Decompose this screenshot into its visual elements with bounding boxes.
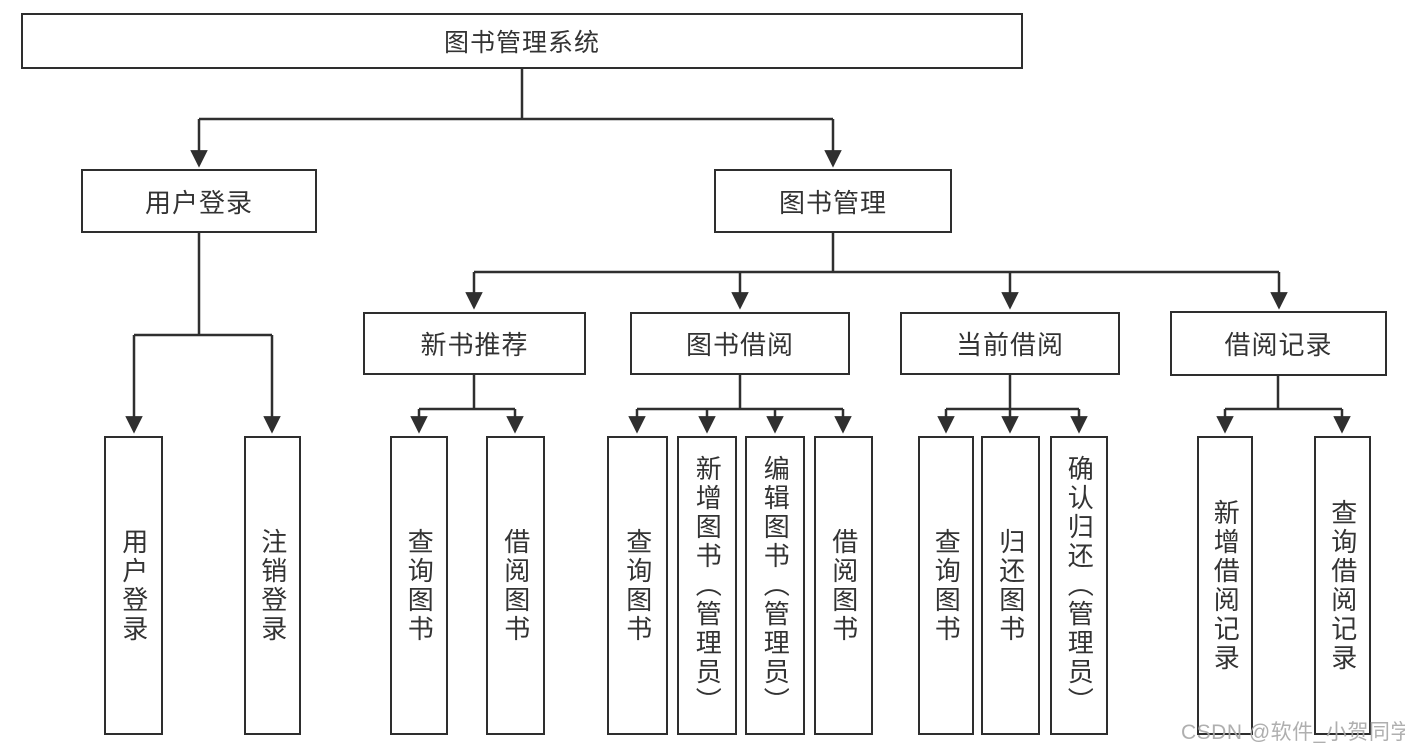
leaf-cb-return-books: 归还图书 (981, 436, 1040, 735)
node-label: 图书借阅 (685, 330, 794, 360)
node-book-management: 图书管理 (714, 169, 952, 233)
leaf-label: 确认归还（管理员） (1064, 455, 1095, 716)
leaf-label: 借阅图书 (828, 527, 859, 644)
node-label: 用户登录 (144, 187, 253, 218)
leaf-user-login: 用户登录 (104, 436, 163, 735)
leaf-label: 借阅图书 (500, 527, 531, 644)
leaf-cb-query-books: 查询图书 (918, 436, 974, 735)
leaf-cb-confirm-return-admin: 确认归还（管理员） (1050, 436, 1108, 735)
node-label: 图书管理系统 (443, 29, 600, 57)
leaf-bb-borrow-books: 借阅图书 (814, 436, 873, 735)
leaf-label: 用户登录 (118, 527, 149, 644)
leaf-bb-edit-books-admin: 编辑图书（管理员） (745, 436, 805, 735)
leaf-label: 查询图书 (622, 527, 653, 644)
leaf-bb-add-books-admin: 新增图书（管理员） (677, 436, 737, 735)
node-user-login: 用户登录 (81, 169, 317, 233)
node-label: 借阅记录 (1224, 330, 1333, 360)
node-label: 当前借阅 (955, 330, 1064, 360)
node-borrow-records: 借阅记录 (1170, 311, 1387, 376)
node-label: 图书管理 (778, 187, 887, 218)
node-label: 新书推荐 (420, 330, 529, 360)
node-new-book-recommend: 新书推荐 (363, 312, 586, 375)
leaf-label: 查询借阅记录 (1327, 498, 1358, 673)
node-current-borrow: 当前借阅 (900, 312, 1120, 375)
leaf-label: 新增图书（管理员） (692, 455, 723, 716)
leaf-label: 归还图书 (995, 527, 1026, 644)
leaf-label: 查询图书 (404, 527, 435, 644)
leaf-nb-query-books: 查询图书 (390, 436, 448, 735)
leaf-br-query-record: 查询借阅记录 (1314, 436, 1371, 735)
leaf-logout: 注销登录 (244, 436, 301, 735)
leaf-label: 注销登录 (257, 527, 288, 644)
leaf-label: 编辑图书（管理员） (760, 455, 791, 716)
leaf-nb-borrow-books: 借阅图书 (486, 436, 545, 735)
node-library-management-system: 图书管理系统 (21, 13, 1023, 69)
csdn-watermark: CSDN @软件_小贺同学 (1181, 721, 1405, 744)
leaf-br-add-record: 新增借阅记录 (1197, 436, 1253, 735)
leaf-label: 新增借阅记录 (1210, 498, 1241, 673)
node-book-borrow: 图书借阅 (630, 312, 850, 375)
leaf-bb-query-books: 查询图书 (607, 436, 668, 735)
leaf-label: 查询图书 (931, 527, 962, 644)
